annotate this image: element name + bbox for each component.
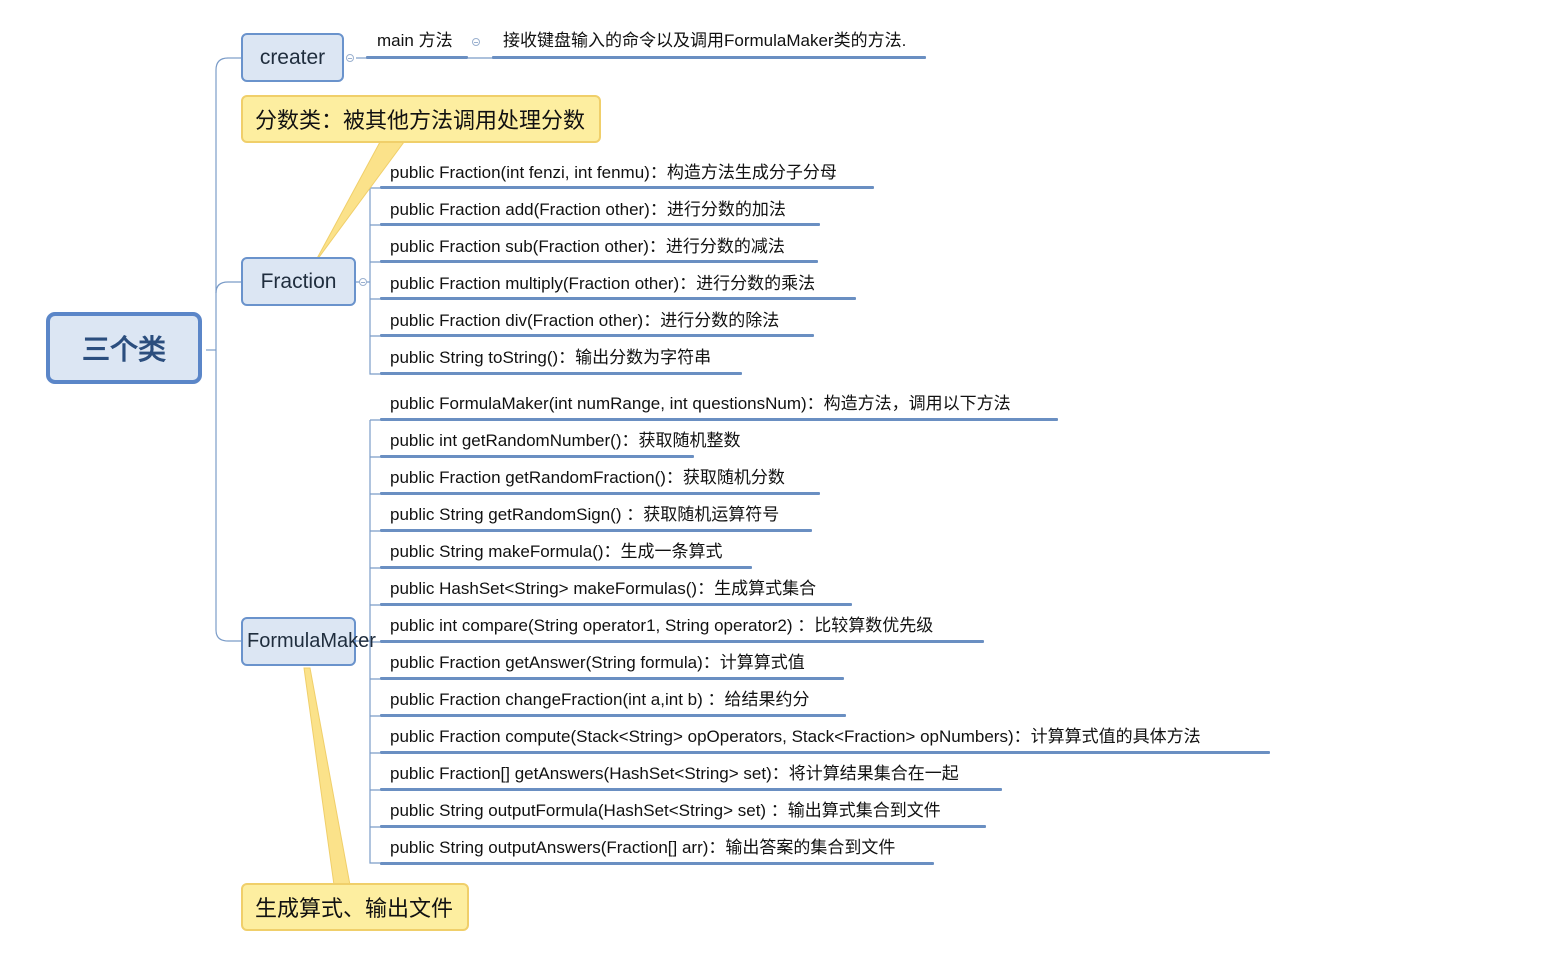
class-node-creater[interactable]: creater	[241, 33, 344, 82]
creater-main-method[interactable]: main 方法	[377, 31, 453, 50]
formulamaker-method[interactable]: public int getRandomNumber()：获取随机整数	[390, 431, 741, 450]
fraction-method[interactable]: public Fraction(int fenzi, int fenmu)：构造…	[390, 163, 837, 182]
note-fraction[interactable]: 分数类：被其他方法调用处理分数	[241, 95, 601, 143]
note-formulamaker[interactable]: 生成算式、输出文件	[241, 883, 469, 931]
fraction-method[interactable]: public Fraction div(Fraction other)：进行分数…	[390, 311, 780, 330]
formulamaker-method[interactable]: public String outputAnswers(Fraction[] a…	[390, 838, 896, 857]
formulamaker-method[interactable]: public Fraction compute(Stack<String> op…	[390, 727, 1201, 746]
collapse-toggle-main[interactable]	[472, 38, 480, 46]
class-node-formulamaker[interactable]: FormulaMaker	[241, 617, 376, 666]
formulamaker-method[interactable]: public String makeFormula()：生成一条算式	[390, 542, 723, 561]
fraction-method[interactable]: public Fraction multiply(Fraction other)…	[390, 274, 816, 293]
formulamaker-method[interactable]: public int compare(String operator1, Str…	[390, 616, 934, 635]
root-node[interactable]: 三个类	[46, 312, 202, 384]
formulamaker-method[interactable]: public Fraction[] getAnswers(HashSet<Str…	[390, 764, 959, 783]
creater-main-description[interactable]: 接收键盘输入的命令以及调用FormulaMaker类的方法.	[503, 31, 907, 50]
formulamaker-method[interactable]: public Fraction getAnswer(String formula…	[390, 653, 805, 672]
fraction-method[interactable]: public Fraction sub(Fraction other)：进行分数…	[390, 237, 785, 256]
collapse-toggle-fraction[interactable]	[359, 278, 367, 286]
formulamaker-method[interactable]: public String outputFormula(HashSet<Stri…	[390, 801, 941, 820]
formulamaker-method[interactable]: public FormulaMaker(int numRange, int qu…	[390, 394, 1011, 413]
underline	[492, 56, 926, 59]
fraction-method[interactable]: public Fraction add(Fraction other)：进行分数…	[390, 200, 786, 219]
formulamaker-method[interactable]: public String getRandomSign() ：获取随机运算符号	[390, 505, 780, 524]
collapse-toggle-creater[interactable]	[346, 54, 354, 62]
class-node-fraction[interactable]: Fraction	[241, 257, 356, 306]
formulamaker-method[interactable]: public Fraction getRandomFraction()：获取随机…	[390, 468, 785, 487]
fraction-method[interactable]: public String toString()：输出分数为字符串	[390, 348, 712, 367]
formulamaker-method[interactable]: public HashSet<String> makeFormulas()：生成…	[390, 579, 817, 598]
underline	[366, 56, 468, 59]
formulamaker-method[interactable]: public Fraction changeFraction(int a,int…	[390, 690, 810, 709]
